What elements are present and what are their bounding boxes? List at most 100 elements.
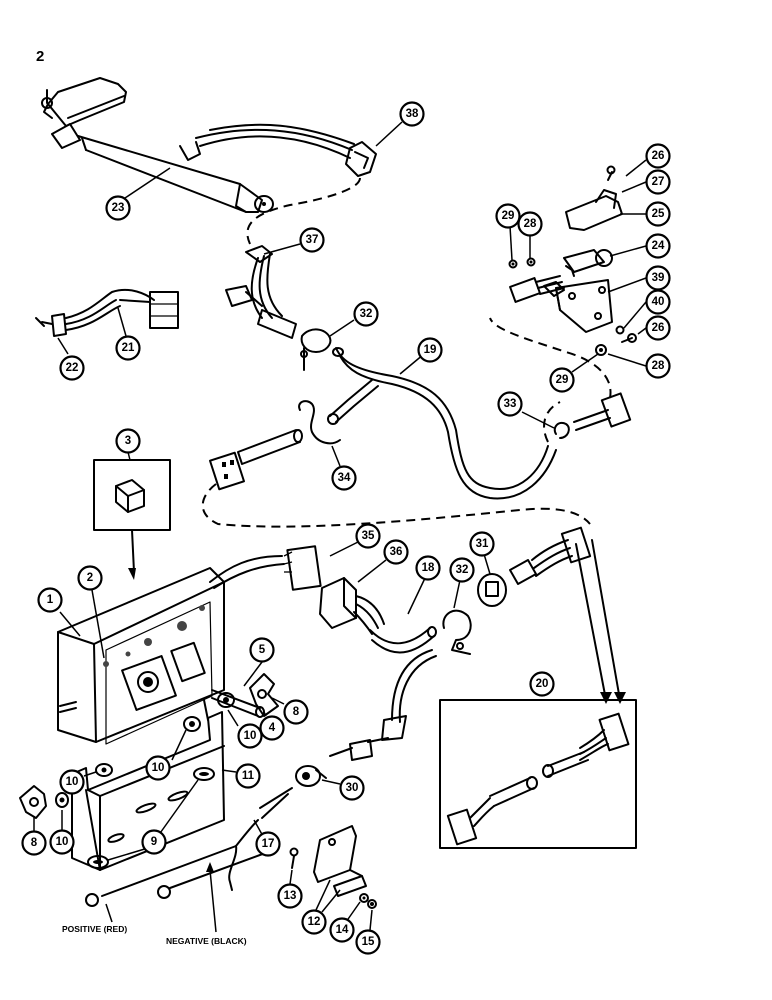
svg-text:14: 14 [336, 924, 349, 936]
callout-10-c: 10 [59, 769, 85, 795]
clip-32-upper [300, 328, 332, 371]
callout-22: 22 [59, 355, 85, 381]
callout-10-d: 10 [49, 829, 75, 855]
callout-8-right: 8 [283, 699, 309, 725]
callout-26-b: 26 [645, 315, 671, 341]
callout-8-left: 8 [21, 830, 47, 856]
callout-35: 35 [355, 523, 381, 549]
svg-text:17: 17 [262, 838, 275, 850]
harness-19 [327, 347, 557, 500]
switch-harness [35, 288, 179, 337]
svg-text:13: 13 [284, 890, 297, 902]
svg-text:36: 36 [390, 546, 403, 558]
callout-1: 1 [37, 587, 63, 613]
callout-23: 23 [105, 195, 131, 221]
svg-text:27: 27 [652, 176, 665, 188]
svg-text:26: 26 [652, 322, 665, 334]
svg-text:12: 12 [308, 916, 321, 928]
callout-38: 38 [399, 101, 425, 127]
clip-33-connector [553, 392, 632, 439]
callout-39: 39 [645, 265, 671, 291]
svg-text:24: 24 [652, 240, 665, 252]
svg-text:21: 21 [122, 342, 135, 354]
callout-21: 21 [115, 335, 141, 361]
callout-37: 37 [299, 227, 325, 253]
svg-text:11: 11 [242, 770, 255, 782]
callout-10-a: 10 [145, 755, 171, 781]
svg-text:5: 5 [259, 644, 266, 656]
callout-4: 4 [259, 715, 285, 741]
callout-28-b: 28 [645, 353, 671, 379]
svg-text:31: 31 [476, 538, 489, 550]
clip-32-lower [442, 609, 472, 655]
svg-text:4: 4 [269, 722, 276, 734]
svg-text:30: 30 [346, 782, 359, 794]
label-negative: NEGATIVE (BLACK) [166, 936, 247, 946]
callout-31: 31 [469, 531, 495, 557]
control-box [57, 567, 225, 745]
svg-text:34: 34 [338, 472, 351, 484]
svg-text:8: 8 [293, 706, 300, 718]
svg-text:2: 2 [87, 572, 93, 584]
washer-9 [87, 767, 215, 869]
callout-20: 20 [529, 671, 555, 697]
battery-cables [85, 787, 293, 907]
label-positive: POSITIVE (RED) [62, 924, 127, 934]
harness-37 [225, 245, 297, 339]
connectors-35-36 [283, 545, 437, 654]
svg-text:19: 19 [424, 344, 437, 356]
callout-19: 19 [417, 337, 443, 363]
svg-text:15: 15 [362, 936, 375, 948]
svg-text:25: 25 [652, 208, 665, 220]
callout-10-b: 10 [237, 723, 263, 749]
svg-text:10: 10 [66, 776, 79, 788]
svg-text:38: 38 [406, 108, 419, 120]
svg-text:32: 32 [360, 308, 373, 320]
callout-32-upper: 32 [353, 301, 379, 327]
callout-36: 36 [383, 539, 409, 565]
callout-24: 24 [645, 233, 671, 259]
svg-text:9: 9 [151, 836, 157, 848]
callout-26-a: 26 [645, 143, 671, 169]
svg-text:29: 29 [502, 210, 515, 222]
svg-text:28: 28 [652, 360, 665, 372]
svg-text:1: 1 [47, 594, 54, 606]
callout-2: 2 [77, 565, 103, 591]
callout-17: 17 [255, 831, 281, 857]
callout-box-3 [93, 459, 171, 580]
callout-5: 5 [249, 637, 275, 663]
callout-15: 15 [355, 929, 381, 955]
callout-33: 33 [497, 391, 523, 417]
callout-9: 9 [141, 829, 167, 855]
callout-29-b: 29 [549, 367, 575, 393]
grommet-30 [295, 765, 327, 787]
callout-12: 12 [301, 909, 327, 935]
switch-bracket-assembly [508, 165, 637, 356]
svg-text:10: 10 [244, 730, 257, 742]
washers [55, 692, 235, 808]
callout-34: 34 [331, 465, 357, 491]
callout-13: 13 [277, 883, 303, 909]
callout-28-a: 28 [517, 211, 543, 237]
svg-text:28: 28 [524, 218, 537, 230]
knob-8-right [249, 673, 279, 717]
svg-text:10: 10 [56, 836, 69, 848]
svg-text:32: 32 [456, 564, 469, 576]
svg-text:22: 22 [66, 362, 79, 374]
callout-14: 14 [329, 917, 355, 943]
callout-29-a: 29 [495, 203, 521, 229]
callout-30: 30 [339, 775, 365, 801]
svg-text:20: 20 [536, 678, 549, 690]
callout-40: 40 [645, 289, 671, 315]
connector-right-main [509, 526, 592, 585]
callout-3: 3 [115, 428, 141, 454]
nuts-14-15 [359, 893, 377, 909]
knob-8-left [19, 785, 47, 819]
svg-text:18: 18 [422, 562, 435, 574]
callout-32-lower: 32 [449, 557, 475, 583]
svg-text:33: 33 [504, 398, 517, 410]
svg-text:23: 23 [112, 202, 125, 214]
detail-box-20 [439, 539, 637, 849]
bracket-12 [313, 825, 367, 897]
